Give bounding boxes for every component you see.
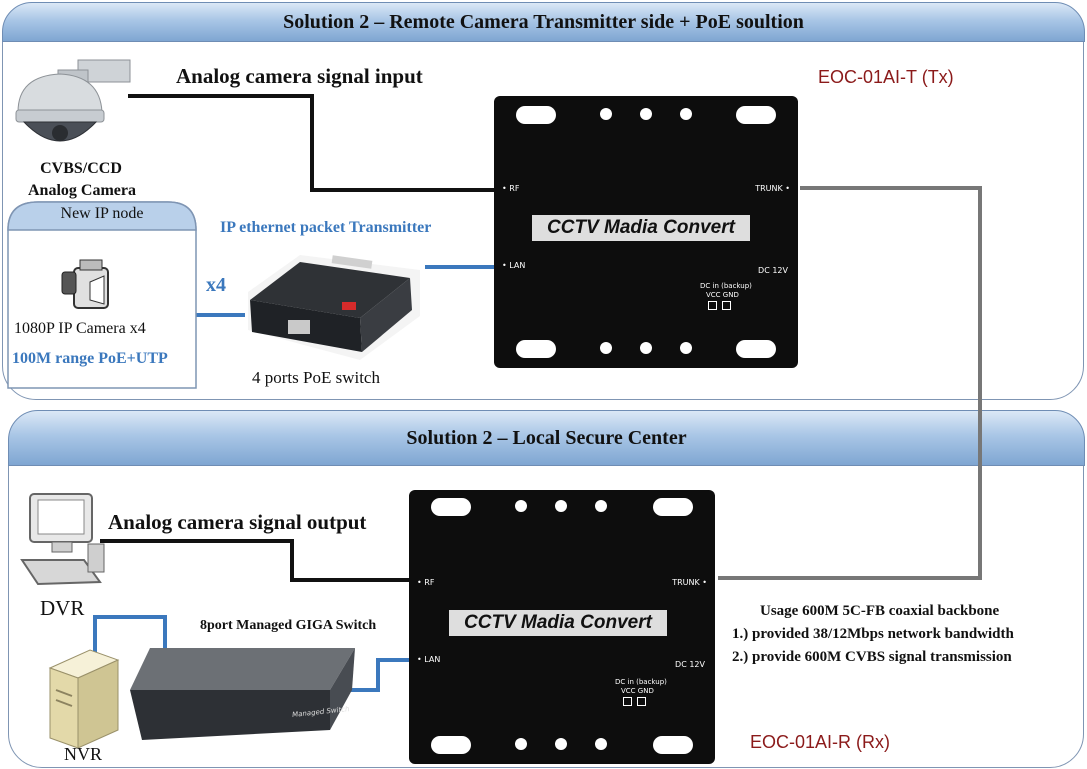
- rx-mount-holes-top: [409, 490, 715, 526]
- tx-dc-label: DC 12V: [758, 266, 788, 275]
- bottom-banner: Solution 2 – Local Secure Center: [8, 410, 1085, 466]
- dvr-computer-icon: [20, 493, 105, 586]
- rx-mount-holes-bottom: [409, 730, 715, 764]
- poe-switch-icon: [248, 255, 420, 360]
- ip-cable-lan-bottom: [340, 658, 410, 692]
- camera-label-line2: Analog Camera: [28, 182, 136, 199]
- tx-rf-port: • RF: [502, 184, 520, 193]
- rx-vcc-gnd-label: VCC GND: [621, 687, 654, 695]
- nvr-server-icon: [48, 649, 120, 749]
- tx-converter: • RF • LAN TRUNK • DC 12V CCTV Madia Con…: [494, 96, 798, 368]
- poe-switch-label: 4 ports PoE switch: [252, 368, 380, 387]
- rx-rf-port: • RF: [417, 578, 435, 587]
- tx-mount-holes-bottom: [494, 332, 798, 368]
- ip-cable-dvr-switch: [93, 615, 167, 655]
- ip-node-title: New IP node: [60, 205, 144, 222]
- ip-node-header: [7, 201, 197, 231]
- analog-input-label: Analog camera signal input: [176, 64, 423, 88]
- bottom-model-label: EOC-01AI-R (Rx): [750, 732, 891, 752]
- ip-camera-label: 1080P IP Camera x4: [14, 320, 146, 337]
- analog-cable-top: [128, 94, 495, 192]
- nvr-label: NVR: [64, 744, 103, 764]
- managed-switch-label: 8port Managed GIGA Switch: [200, 618, 377, 633]
- analog-output-label: Analog camera signal output: [108, 510, 367, 534]
- usage-line-2: 1.) provided 38/12Mbps network bandwidth: [732, 626, 1014, 642]
- ip-transmitter-label: IP ethernet packet Transmitter: [220, 219, 432, 236]
- multiplier-label: x4: [206, 274, 226, 296]
- camera-label-line1: CVBS/CCD: [40, 160, 122, 177]
- rx-converter: • RF • LAN TRUNK • DC 12V CCTV Madia Con…: [409, 490, 715, 764]
- tx-trunk-port: TRUNK •: [755, 184, 790, 193]
- rx-trunk-port: TRUNK •: [672, 578, 707, 587]
- coax-trunk-cable: [718, 186, 982, 580]
- tx-dc-terminals: [708, 301, 736, 310]
- dome-camera-icon: [15, 59, 131, 142]
- top-banner: Solution 2 – Remote Camera Transmitter s…: [2, 2, 1085, 42]
- tx-dc-backup-label: DC in (backup): [700, 282, 752, 290]
- tx-converter-title: CCTV Madia Convert: [532, 215, 750, 241]
- rx-converter-title: CCTV Madia Convert: [449, 610, 667, 636]
- usage-line-1: Usage 600M 5C-FB coaxial backbone: [760, 603, 1000, 619]
- rx-dc-terminals: [623, 697, 651, 706]
- poe-range-label: 100M range PoE+UTP: [12, 350, 168, 367]
- ip-camera-icon: [61, 259, 109, 309]
- top-model-label: EOC-01AI-T (Tx): [818, 67, 954, 87]
- rx-dc-label: DC 12V: [675, 660, 705, 669]
- rx-dc-backup-label: DC in (backup): [615, 678, 667, 686]
- tx-lan-port: • LAN: [502, 261, 526, 270]
- analog-cable-bottom: [100, 539, 410, 582]
- rx-lan-port: • LAN: [417, 655, 441, 664]
- managed-switch-icon: [130, 648, 355, 740]
- tx-mount-holes-top: [494, 96, 798, 132]
- tx-vcc-gnd-label: VCC GND: [706, 291, 739, 299]
- dvr-label: DVR: [40, 596, 85, 620]
- usage-line-3: 2.) provide 600M CVBS signal transmissio…: [732, 649, 1012, 665]
